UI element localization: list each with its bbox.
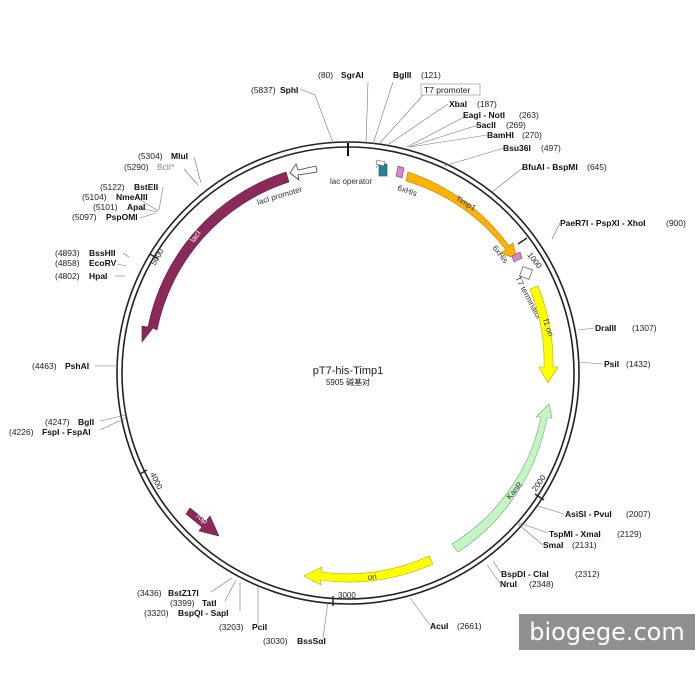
site-4226-name: FspI - FspAI [42, 427, 91, 437]
feature-label-ori: ori [367, 572, 377, 582]
site-270-name: BamHI [487, 130, 514, 140]
feature-lacI: lacI [141, 171, 290, 343]
site-5122-name: BstEII [134, 182, 158, 192]
site-2348-pos: (2348) [529, 579, 554, 589]
feature-rop: rop [185, 507, 220, 537]
feature-f1-ori: f1 ori [529, 285, 559, 384]
site-3436-pos: (3436) [137, 588, 162, 598]
site-187-pos: (187) [477, 99, 497, 109]
site-2129-pos: (2129) [617, 529, 642, 539]
site-900-pos: (900) [666, 218, 686, 228]
watermark-box: biogege.com [519, 614, 695, 650]
tick-2000: 2000 [530, 473, 548, 501]
site-4858-pos: (4858) [55, 258, 80, 268]
tick-3000: 3000 [332, 591, 356, 606]
site-5837-name: SphI [280, 85, 298, 95]
site-4893-name: BssHII [89, 248, 115, 258]
site-4247-name: BglI [78, 417, 94, 427]
tick-5000: 5000 [149, 247, 166, 267]
site-2007-pos: (2007) [626, 509, 651, 519]
site-3436-name: BstZ17I [168, 588, 199, 598]
site-2007-name: AsiSI - PvuI [565, 509, 612, 519]
site-645-name: BfuAI - BspMI [522, 162, 578, 172]
tick-label-5000: 5000 [149, 247, 166, 267]
site-1307-pos: (1307) [632, 323, 657, 333]
site-645-pos: (645) [587, 162, 607, 172]
site-4226-pos: (4226) [9, 427, 34, 437]
site-900-name: PaeR7I - PspXI - XhoI [560, 218, 646, 228]
site-3203-name: PciI [252, 622, 267, 632]
site-5290-name: BclI* [157, 162, 175, 172]
site-2348-name: NruI [500, 579, 517, 589]
site-3030-name: BssSαI [297, 636, 326, 646]
site-4802-name: HpaI [89, 271, 107, 281]
site-4463-pos: (4463) [32, 361, 57, 371]
site-leaders [95, 81, 604, 639]
tick-label-1000: 1000 [525, 251, 543, 271]
site-2131-pos: (2131) [572, 540, 597, 550]
t7-promoter-label-box [420, 83, 481, 96]
site-263-pos: (263) [519, 110, 539, 120]
feature-label-lac-operator: lac operator [330, 177, 373, 186]
site-2661-pos: (2661) [457, 621, 482, 631]
site-3320-name: BspQI - SapI [178, 608, 229, 618]
t7-promoter-label: T7 promoter [424, 85, 470, 95]
tick-label-3000: 3000 [338, 591, 356, 600]
site-5101-name: ApaI [127, 202, 145, 212]
site-5122-pos: (5122) [100, 182, 125, 192]
site-5304-name: MluI [171, 151, 188, 161]
site-2661-name: AcuI [430, 621, 448, 631]
watermark-text: biogege.com [529, 618, 685, 646]
site-4802-pos: (4802) [55, 271, 80, 281]
site-4463-name: PshAI [65, 361, 89, 371]
site-3399-name: TatI [202, 598, 216, 608]
site-121-name: BglII [393, 70, 411, 80]
site-2129-name: TspMI - XmaI [549, 529, 601, 539]
site-497-name: Bsu36I [503, 143, 531, 153]
site-5837-pos: (5837) [251, 85, 276, 95]
site-5104-pos: (5104) [82, 192, 107, 202]
site-1432-name: PsiI [604, 359, 619, 369]
feature-lac-operator: lac operator [330, 161, 388, 186]
site-269-pos: (269) [506, 120, 526, 130]
site-80-name: SgrAI [341, 70, 364, 80]
feature-ori: ori [303, 555, 434, 586]
site-2131-name: SmaI [543, 540, 563, 550]
site-1432-pos: (1432) [626, 359, 651, 369]
site-5304-pos: (5304) [138, 151, 163, 161]
tick-label-4000: 4000 [148, 471, 164, 491]
site-2312-pos: (2312) [575, 569, 600, 579]
site-4858-name: EcoRV [89, 258, 117, 268]
site-263-name: EagI - NotI [463, 110, 505, 120]
site-labels: (5837) SphI (80) SgrAI BglII (121) T7 pr… [9, 70, 686, 646]
site-5104-name: NmeAIII [116, 192, 148, 202]
site-1307-name: DraIII [595, 323, 616, 333]
site-5101-pos: (5101) [93, 202, 118, 212]
site-5097-name: PspOMI [106, 212, 138, 222]
site-3399-pos: (3399) [170, 598, 195, 608]
site-187-name: XbaI [449, 99, 467, 109]
site-269-name: SacII [476, 120, 496, 130]
site-3030-pos: (3030) [263, 636, 288, 646]
site-5097-pos: (5097) [72, 212, 97, 222]
feature-t7-promoter [375, 159, 386, 167]
site-5290-pos: (5290) [124, 162, 149, 172]
plasmid-size: 5905 碱基对 [326, 377, 370, 387]
backbone-outer-ring [116, 141, 580, 605]
site-4893-pos: (4893) [55, 248, 80, 258]
site-497-pos: (497) [541, 143, 561, 153]
site-270-pos: (270) [522, 130, 542, 140]
site-80-pos: (80) [318, 70, 333, 80]
site-3203-pos: (3203) [219, 622, 244, 632]
plasmid-name: pT7-his-Timp1 [313, 365, 384, 377]
site-4247-pos: (4247) [45, 417, 70, 427]
site-3320-pos: (3320) [144, 608, 169, 618]
site-2312-name: BspDI - ClaI [501, 569, 549, 579]
feature-label-6xhis-n: 6xHis [396, 183, 418, 198]
site-121-pos: (121) [421, 70, 441, 80]
